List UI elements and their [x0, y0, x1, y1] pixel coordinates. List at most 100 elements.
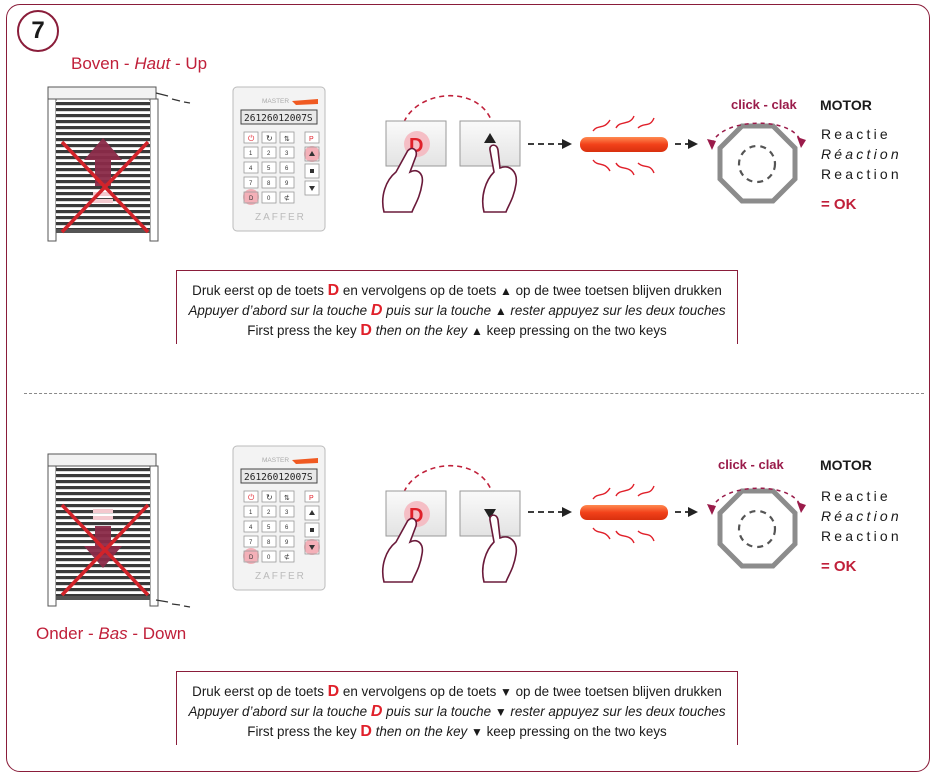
shutter-down — [47, 453, 191, 608]
direction-en: Up — [185, 54, 208, 73]
instruction-en: First press the key D then on the key ▲ … — [247, 322, 667, 339]
svg-text:⏻: ⏻ — [248, 134, 255, 143]
cross-icon — [60, 140, 150, 234]
remote-brand: ZAFFER — [255, 212, 306, 223]
svg-text:D: D — [249, 196, 254, 202]
svg-text:9: 9 — [285, 181, 289, 187]
svg-text:5: 5 — [267, 166, 271, 172]
panel-frame — [6, 4, 930, 772]
step-number: 7 — [31, 17, 45, 44]
direction-label-down: Onder - Bas - Down — [36, 624, 186, 644]
arrow-up-key-icon — [484, 133, 496, 143]
dashed-arrow — [528, 507, 572, 517]
finger-icon — [381, 147, 424, 213]
instruction-box-top: Druk eerst op de toets D en vervolgens o… — [176, 270, 738, 344]
step-number-badge: 7 — [17, 10, 59, 52]
direction-nl: Onder — [36, 624, 84, 643]
svg-text:⊄: ⊄ — [284, 553, 290, 561]
direction-sep: - — [127, 624, 143, 643]
svg-text:3: 3 — [285, 151, 289, 157]
svg-text:↻: ↻ — [266, 134, 273, 143]
click-label-top: click - clak — [731, 97, 797, 112]
svg-text:4: 4 — [249, 525, 253, 531]
motor-title: MOTOR — [820, 97, 872, 113]
led-flash-icon — [580, 483, 668, 544]
svg-text:8: 8 — [267, 181, 271, 187]
svg-text:1: 1 — [249, 510, 253, 516]
motor-icon-top — [707, 122, 806, 204]
svg-text:↻: ↻ — [266, 493, 273, 502]
svg-text:2: 2 — [267, 151, 271, 157]
dashed-arrow — [528, 139, 572, 149]
instruction-nl: Druk eerst op de toets D en vervolgens o… — [192, 282, 722, 299]
direction-fr: Bas — [98, 624, 128, 643]
svg-text:⊄: ⊄ — [284, 194, 290, 202]
motor-ok: = OK — [821, 196, 857, 213]
remote-display: 26126012007S — [244, 113, 313, 124]
motor-reaction-en: Reaction — [821, 528, 902, 544]
dashed-arrow — [675, 507, 698, 517]
press-sequence-bottom: D — [381, 464, 521, 583]
direction-sep: - — [119, 54, 135, 73]
direction-nl: Boven — [71, 54, 120, 73]
instruction-fr: Appuyer d’abord sur la touche D puis sur… — [188, 703, 726, 720]
svg-text:8: 8 — [267, 540, 271, 546]
motor-title: MOTOR — [820, 457, 872, 473]
remote-brand-top: MASTER — [262, 457, 289, 464]
svg-text:D: D — [249, 555, 254, 561]
motor-reaction-fr: Réaction — [821, 146, 902, 162]
svg-text:0: 0 — [267, 555, 271, 561]
remote-keypad: ⏻ ↻ ⇅ P 1 2 3 4 5 6 7 8 9 D — [243, 131, 320, 205]
finger-icon — [381, 517, 424, 583]
svg-text:6: 6 — [285, 525, 289, 531]
motor-reaction-nl: Reactie — [821, 488, 891, 504]
press-sequence-top: D — [381, 94, 521, 213]
svg-text:5: 5 — [267, 525, 271, 531]
svg-text:9: 9 — [285, 540, 289, 546]
svg-text:6: 6 — [285, 166, 289, 172]
finger-icon — [481, 144, 518, 213]
arrow-down-key-icon — [484, 509, 496, 519]
remote-brand: ZAFFER — [255, 571, 306, 582]
dashed-arrow — [675, 139, 698, 149]
section-divider — [24, 393, 924, 394]
svg-text:⇅: ⇅ — [284, 135, 290, 143]
svg-text:⏻: ⏻ — [248, 493, 255, 502]
direction-sep: - — [83, 624, 99, 643]
svg-text:0: 0 — [267, 196, 271, 202]
remote-display: 26126012007S — [244, 472, 313, 483]
remote-control-top: MASTER 26126012007S ⏻ ↻ ⇅ P 1 2 3 4 5 6 — [232, 86, 326, 232]
cross-icon — [60, 503, 150, 597]
svg-text:2: 2 — [267, 510, 271, 516]
remote-keypad: ⏻ ↻ ⇅ P 1 2 3 4 5 6 7 8 9 D — [243, 490, 320, 564]
direction-fr: Haut — [134, 54, 171, 73]
remote-brand-top: MASTER — [262, 98, 289, 105]
direction-label-up: Boven - Haut - Up — [71, 54, 207, 74]
motor-reaction-nl: Reactie — [821, 126, 891, 142]
instruction-en: First press the key D then on the key ▼ … — [247, 723, 667, 740]
svg-text:P: P — [309, 136, 314, 143]
finger-icon — [481, 514, 518, 583]
remote-control-bottom: MASTER 26126012007S ⏻ ↻ ⇅ P 1 2 3 4 5 6 — [232, 445, 326, 591]
svg-text:7: 7 — [249, 181, 253, 187]
direction-sep: - — [170, 54, 186, 73]
svg-text:3: 3 — [285, 510, 289, 516]
motor-icon-bottom — [707, 487, 806, 569]
motor-reaction-en: Reaction — [821, 166, 902, 182]
svg-text:⇅: ⇅ — [284, 494, 290, 502]
arrow-up-icon — [84, 138, 122, 203]
svg-text:4: 4 — [249, 166, 253, 172]
click-label-bottom: click - clak — [718, 457, 784, 472]
svg-text:7: 7 — [249, 540, 253, 546]
instruction-fr: Appuyer d’abord sur la touche D puis sur… — [188, 302, 726, 319]
svg-text:1: 1 — [249, 151, 253, 157]
motor-reaction-fr: Réaction — [821, 508, 902, 524]
instruction-box-bottom: Druk eerst op de toets D en vervolgens o… — [176, 671, 738, 745]
motor-ok: = OK — [821, 558, 857, 575]
shutter-up — [47, 86, 191, 242]
svg-text:P: P — [309, 495, 314, 502]
direction-en: Down — [142, 624, 187, 643]
led-flash-icon — [580, 115, 668, 176]
instruction-nl: Druk eerst op de toets D en vervolgens o… — [192, 683, 722, 700]
